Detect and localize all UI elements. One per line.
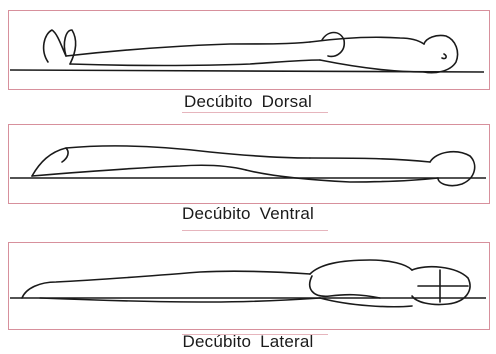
panel-ventral: Decúbito Ventral [0, 118, 496, 236]
feet [32, 148, 68, 176]
torso [310, 260, 412, 274]
legs [22, 271, 310, 298]
arm [322, 33, 344, 57]
caption-accent-ventral [182, 230, 328, 231]
figure-lateral [10, 236, 486, 336]
torso [310, 37, 424, 44]
legs [66, 42, 310, 56]
feet [44, 30, 76, 64]
caption-ventral: Decúbito Ventral [0, 204, 496, 224]
arm [310, 276, 380, 298]
figure-dorsal [10, 0, 486, 100]
caption-accent-dorsal [182, 112, 328, 113]
figure-ventral [10, 118, 486, 218]
head [430, 152, 475, 186]
arm [246, 170, 438, 182]
panel-dorsal: Decúbito Dorsal [0, 0, 496, 118]
head [424, 35, 458, 72]
caption-dorsal: Decúbito Dorsal [0, 92, 496, 112]
torso [310, 158, 430, 162]
panel-lateral: Decúbito Lateral [0, 236, 496, 354]
legs [66, 146, 310, 158]
caption-lateral: Decúbito Lateral [0, 332, 496, 352]
